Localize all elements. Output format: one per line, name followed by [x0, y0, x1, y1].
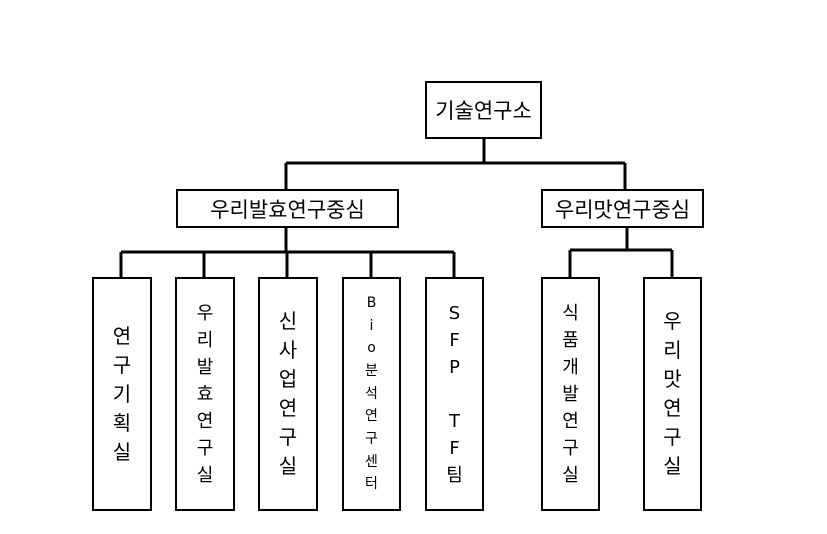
center-node-fermentation: 우리발효연구중심: [176, 189, 399, 228]
root-node: 기술연구소: [425, 81, 542, 139]
root-node-label: 기술연구소: [435, 99, 532, 123]
center-node-taste-label: 우리맛연구중심: [554, 197, 691, 222]
center-node-fermentation-label: 우리발효연구중심: [210, 197, 365, 222]
center-node-taste: 우리맛연구중심: [541, 189, 704, 228]
